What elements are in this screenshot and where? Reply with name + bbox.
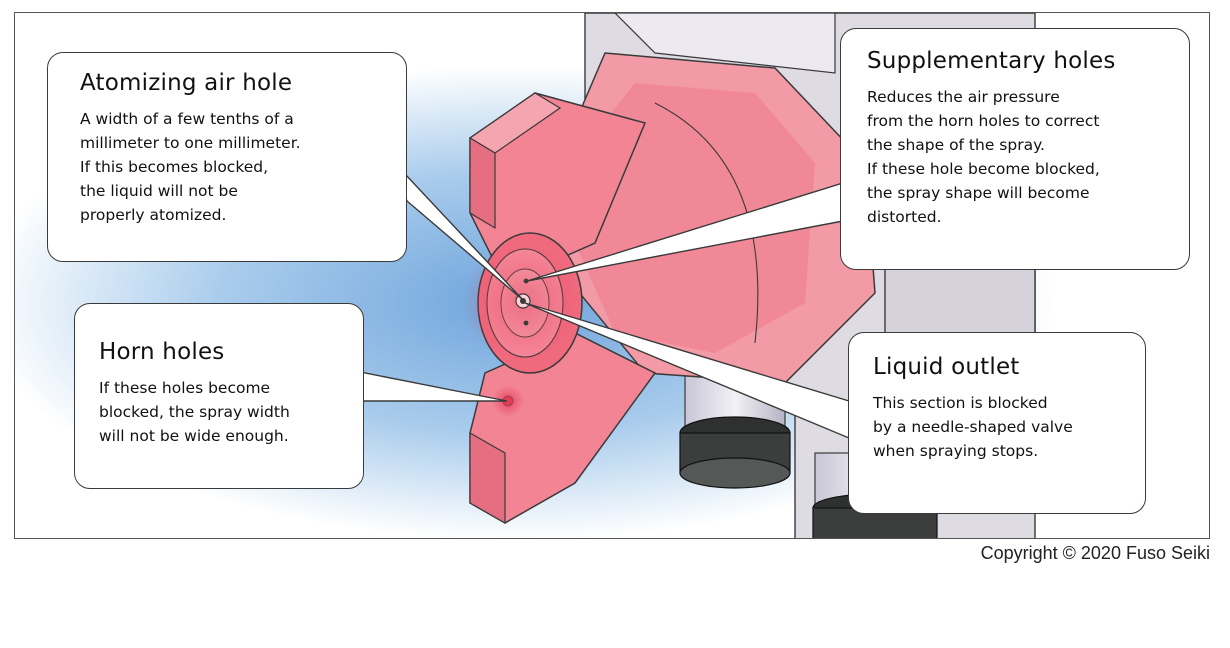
callout-line: the shape of the spray. (867, 136, 1045, 154)
callout-title: Horn holes (99, 339, 225, 365)
supplementary-hole-marker (523, 278, 529, 284)
callout-pointers (354, 157, 850, 440)
callout-line: millimeter to one millimeter. (80, 134, 301, 152)
callout-line: A width of a few tenths of a (80, 110, 294, 128)
callout-body: If these holes become blocked, the spray… (99, 376, 363, 448)
callout-line: by a needle-shaped valve (873, 418, 1073, 436)
callout-title: Liquid outlet (873, 354, 1020, 380)
lower-horn (469, 332, 657, 525)
callout-title: Atomizing air hole (80, 70, 293, 96)
callout-horn-holes: Horn holes If these holes become blocked… (74, 303, 364, 489)
callout-line: from the horn holes to correct (867, 112, 1100, 130)
callout-body: This section is blocked by a needle-shap… (873, 391, 1145, 463)
callout-line: If these holes become (99, 379, 271, 397)
callout-line: Reduces the air pressure (867, 88, 1060, 106)
callout-supplementary-holes: Supplementary holes Reduces the air pres… (840, 28, 1190, 270)
callout-title: Supplementary holes (867, 48, 1116, 74)
callout-line: If this becomes blocked, (80, 158, 269, 176)
callout-line: blocked, the spray width (99, 403, 290, 421)
callout-line: will not be wide enough. (99, 427, 289, 445)
callout-line: This section is blocked (873, 394, 1048, 412)
callout-line: the spray shape will become (867, 184, 1090, 202)
callout-line: properly atomized. (80, 206, 227, 224)
callout-line: If these hole become blocked, (867, 160, 1100, 178)
callout-body: Reduces the air pressure from the horn h… (867, 85, 1189, 229)
callout-line: the liquid will not be (80, 182, 238, 200)
callout-atomizing-air-hole: Atomizing air hole A width of a few tent… (47, 52, 407, 262)
callout-line: when spraying stops. (873, 442, 1039, 460)
callout-body: A width of a few tenths of a millimeter … (80, 107, 406, 227)
copyright-notice: Copyright © 2020 Fuso Seiki (980, 543, 1210, 563)
callout-liquid-outlet: Liquid outlet This section is blocked by… (848, 332, 1146, 514)
callout-line: distorted. (867, 208, 942, 226)
